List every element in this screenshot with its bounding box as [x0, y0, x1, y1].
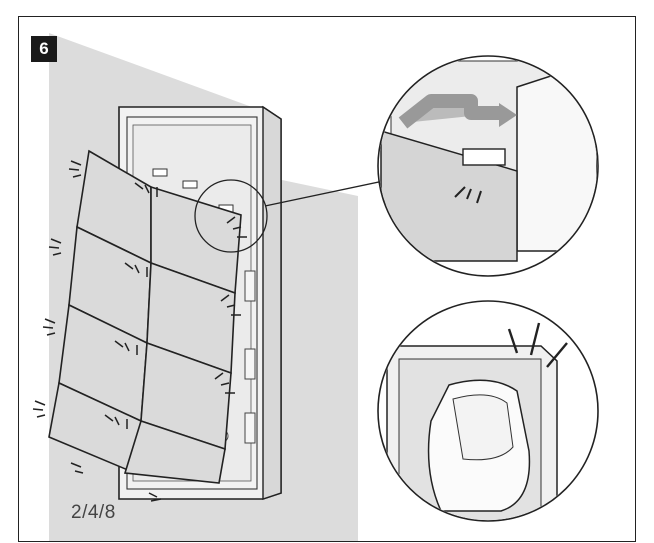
instruction-panel: 6 — [18, 16, 636, 542]
mounting-illustration — [32, 33, 599, 541]
click-marks — [507, 322, 568, 368]
detail-view-press-finger — [377, 300, 599, 522]
detail-view-release-clip — [377, 55, 599, 277]
rocker-covers — [48, 149, 242, 484]
rocker-cover — [123, 419, 226, 484]
variant-label: 2/4/8 — [71, 502, 116, 523]
click-marks — [454, 186, 482, 204]
step-number-badge: 6 — [31, 36, 57, 62]
main-click-marks — [32, 160, 247, 502]
